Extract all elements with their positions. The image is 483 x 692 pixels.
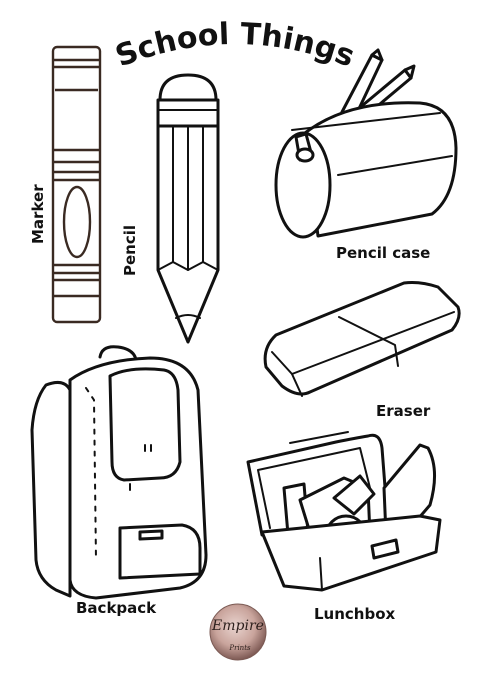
pencil-case-drawing: [274, 48, 458, 239]
lunchbox-label: Lunchbox: [314, 605, 396, 623]
lunchbox-drawing: [246, 431, 442, 592]
pencil-label: Pencil: [121, 225, 139, 276]
eraser-label: Eraser: [376, 402, 431, 420]
logo-text: Empire: [211, 618, 264, 634]
logo-subtext: Prints: [228, 644, 251, 652]
worksheet-title: School Things: [111, 17, 359, 75]
marker-drawing: [51, 45, 102, 324]
brand-logo: Empire Prints: [209, 603, 267, 661]
backpack-label: Backpack: [76, 599, 157, 617]
eraser-drawing: [263, 281, 461, 397]
backpack-drawing: [30, 345, 208, 600]
pencil-case-label: Pencil case: [336, 244, 430, 262]
worksheet-title-text: School Things: [111, 17, 359, 75]
pencil-drawing: [156, 73, 220, 344]
marker-label: Marker: [29, 184, 47, 244]
